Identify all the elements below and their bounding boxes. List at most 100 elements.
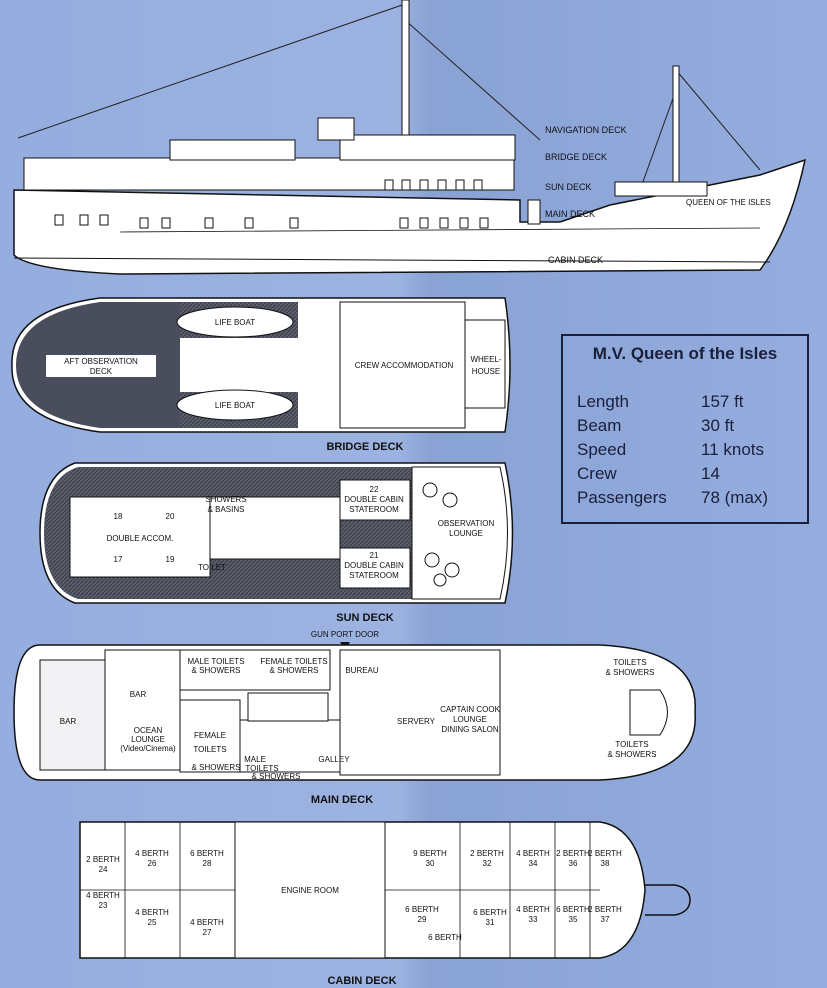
female-text-2: TOILETS	[193, 745, 226, 754]
cabin-berth-label: 2 BERTH	[470, 849, 504, 858]
bridge-deck-plan: AFT OBSERVATION DECK LIFE BOAT LIFE BOAT…	[11, 297, 511, 453]
male-text-3: & SHOWERS	[252, 772, 301, 781]
bureau-galley-area	[339, 649, 501, 776]
fore-toilets-top-text-2: & SHOWERS	[606, 668, 655, 677]
cabin-deck-title: CABIN DECK	[327, 975, 396, 987]
aft-canopy	[169, 139, 296, 161]
cabin-berth-label: 6 BERTH	[473, 908, 507, 917]
fore-stay	[675, 69, 761, 171]
spec-row-length: Length 157 ft	[577, 392, 799, 417]
aft-bar-room	[39, 659, 106, 771]
cabin-berth-label: 4 BERTH	[190, 918, 224, 927]
cabin-berth-label: 6 BERTH	[190, 849, 224, 858]
male-top-text-2: & SHOWERS	[192, 666, 241, 675]
showers-text-1: SHOWERS	[205, 495, 246, 504]
bar-text-lounge: BAR	[130, 690, 147, 699]
dcs-bot-text-1: DOUBLE CABIN	[344, 561, 404, 570]
spec-value: 14	[701, 464, 720, 483]
portholes	[54, 179, 489, 229]
sun-deck-title: SUN DECK	[336, 612, 394, 624]
spec-label: Crew	[577, 464, 617, 483]
cabin-berth-label: 4 BERTH	[86, 891, 120, 900]
cabin-number-label: 26	[148, 859, 157, 868]
fore-toilets-top-text-1: TOILETS	[613, 658, 646, 667]
observation-text-1: OBSERVATION	[438, 519, 495, 528]
cabin-berth-label: 2 BERTH	[86, 855, 120, 864]
specifications-box: M.V. Queen of the Isles Length 157 ft Be…	[561, 334, 809, 524]
male-top-text-1: MALE TOILETS	[187, 657, 244, 666]
bureau-text: BUREAU	[345, 666, 379, 675]
wheelhouse-text-1: WHEEL-	[470, 355, 501, 364]
bow-rail	[645, 884, 691, 916]
aft-observation-text-2: DECK	[90, 367, 113, 376]
cabin-number-label: 35	[569, 915, 578, 924]
life-boat-top-text: LIFE BOAT	[215, 318, 255, 327]
cabin-22-num: 22	[370, 485, 379, 494]
cabin-berth-label: 4 BERTH	[516, 849, 550, 858]
fore-toilets-bot-text-1: TOILETS	[615, 740, 648, 749]
ocean-lounge-room	[104, 649, 181, 771]
captain-cook-text-1: CAPTAIN COOK	[440, 705, 501, 714]
cabin-berth-label: 4 BERTH	[516, 905, 550, 914]
fore-toilet-block	[629, 689, 668, 736]
ship-profile: NAVIGATION DECK BRIDGE DECK SUN DECK MAI…	[13, 0, 807, 275]
hull-ship-name: QUEEN OF THE ISLES	[686, 198, 771, 207]
cabin-berth-label: 2 BERTH	[556, 849, 590, 858]
cabin-number-label: 27	[203, 928, 212, 937]
cabin-number-label: 34	[529, 859, 538, 868]
cabin-18-num: 18	[114, 512, 123, 521]
spec-row-beam: Beam 30 ft	[577, 416, 799, 441]
life-boat-top	[176, 306, 294, 338]
mast-stay	[404, 19, 541, 141]
cabin-21-num: 21	[370, 551, 379, 560]
cabin-berth-label: 4 BERTH	[135, 849, 169, 858]
cabin-berth-label: 2 BERTH	[588, 849, 622, 858]
engine-room	[234, 821, 386, 959]
cabin-number-label: 31	[486, 918, 495, 927]
cabin-deck-label: CABIN DECK	[548, 255, 603, 265]
fore-mast	[672, 65, 680, 197]
dcs-top-text-2: STATEROOM	[349, 505, 399, 514]
forestay-line	[17, 3, 406, 139]
hull	[13, 158, 807, 275]
cabin-number-label: 38	[601, 859, 610, 868]
male-text-1: MALE	[244, 755, 266, 764]
extra-berth-text: 6 BERTH	[428, 933, 462, 942]
cabin-berth-label: 4 BERTH	[135, 908, 169, 917]
bridge-deck-title: BRIDGE DECK	[326, 441, 403, 453]
spec-row-crew: Crew 14	[577, 464, 799, 489]
spec-value: 30 ft	[701, 416, 735, 435]
fore-toilets-bot-text-2: & SHOWERS	[608, 750, 657, 759]
spec-row-speed: Speed 11 knots	[577, 440, 799, 465]
spec-row-passengers: Passengers 78 (max)	[577, 488, 799, 513]
female-text-1: FEMALE	[194, 731, 226, 740]
wheelhouse-text-2: HOUSE	[472, 367, 500, 376]
female-top-text-1: FEMALE TOILETS	[260, 657, 327, 666]
aft-observation-text-1: AFT OBSERVATION	[64, 357, 138, 366]
double-cabin-bottom	[339, 547, 411, 589]
specifications-title: M.V. Queen of the Isles	[592, 344, 778, 363]
funnel	[317, 117, 355, 141]
cabin-berth-label: 2 BERTH	[588, 905, 622, 914]
cabin-number-label: 37	[601, 915, 610, 924]
double-accom-text: DOUBLE ACCOM.	[107, 534, 174, 543]
double-cabin-top	[339, 479, 411, 521]
cabin-number-label: 30	[426, 859, 435, 868]
life-boat-bottom	[176, 389, 294, 421]
cabin-number-label: 24	[99, 865, 108, 874]
cabin-20-num: 20	[166, 512, 175, 521]
cabin-number-label: 29	[418, 915, 427, 924]
female-toilets-room	[179, 699, 241, 773]
dcs-top-text-1: DOUBLE CABIN	[344, 495, 404, 504]
captain-cook-text-2: LOUNGE	[453, 715, 487, 724]
ocean-lounge-text-3: (Video/Cinema)	[120, 744, 176, 753]
cabin-number-label: 25	[148, 918, 157, 927]
spec-label: Length	[577, 392, 629, 411]
cabin-number-label: 36	[569, 859, 578, 868]
rub-rail	[119, 227, 761, 233]
captain-cook-text-3: DINING SALON	[441, 725, 499, 734]
cabin-19-num: 19	[166, 555, 175, 564]
